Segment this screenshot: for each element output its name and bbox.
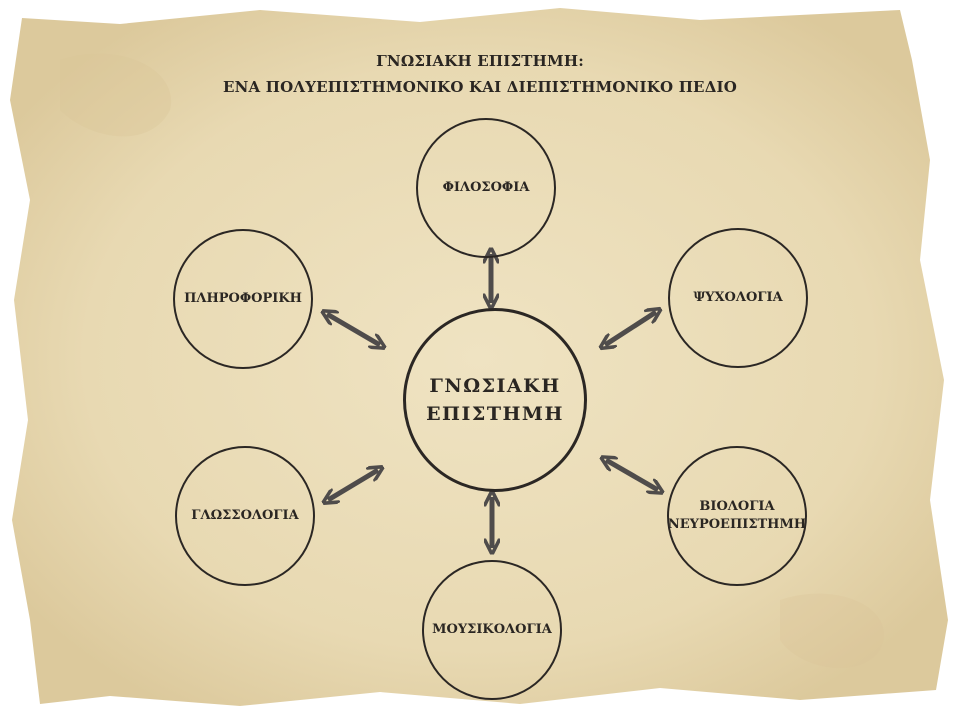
node-biology-label: ΒΙΟΛΟΓΙΑ	[699, 499, 775, 514]
diagram-title-line-2: ΕΝΑ ΠΟΛΥΕΠΙΣΤΗΜΟΝΙΚΟ ΚΑΙ ΔΙΕΠΙΣΤΗΜΟΝΙΚΟ …	[222, 78, 738, 96]
arrow-center-biology	[606, 460, 658, 490]
arrow-center-informatics	[327, 314, 380, 345]
node-cognitive-science: ΓΝΩΣΙΑΚΗ ΕΠΙΣΤΗΜΗ	[403, 308, 587, 492]
node-linguistics: ΓΛΩΣΣΟΛΟΓΙΑ	[175, 446, 315, 586]
node-musicology-label: ΜΟΥΣΙΚΟΛΟΓΙΑ	[432, 622, 552, 637]
node-philosophy: ΦΙΛΟΣΟΦΙΑ	[416, 118, 556, 258]
node-biology-neuroscience: ΒΙΟΛΟΓΙΑ ΝΕΥΡΟΕΠΙΣΤΗΜΗ	[667, 446, 807, 586]
parchment-stain	[780, 593, 884, 669]
node-cognitive-science-line-1: ΓΝΩΣΙΑΚΗ	[429, 375, 561, 397]
diagram-title-line-1: ΓΝΩΣΙΑΚΗ ΕΠΙΣΤΗΜΗ:	[376, 52, 584, 70]
node-philosophy-label: ΦΙΛΟΣΟΦΙΑ	[442, 180, 530, 195]
node-informatics-label: ΠΛΗΡΟΦΟΡΙΚΗ	[184, 291, 302, 306]
parchment-stain	[60, 53, 172, 137]
node-informatics: ΠΛΗΡΟΦΟΡΙΚΗ	[173, 229, 313, 369]
arrow-center-linguistics	[328, 470, 378, 500]
node-neuroscience-label: ΝΕΥΡΟΕΠΙΣΤΗΜΗ	[667, 517, 807, 532]
node-linguistics-label: ΓΛΩΣΣΟΛΟΓΙΑ	[191, 508, 299, 523]
node-psychology-label: ΨΥΧΟΛΟΓΙΑ	[693, 290, 783, 305]
node-musicology: ΜΟΥΣΙΚΟΛΟΓΙΑ	[422, 560, 562, 700]
node-cognitive-science-line-2: ΕΠΙΣΤΗΜΗ	[426, 403, 564, 425]
arrow-center-psychology	[605, 312, 656, 345]
node-psychology: ΨΥΧΟΛΟΓΙΑ	[668, 228, 808, 368]
